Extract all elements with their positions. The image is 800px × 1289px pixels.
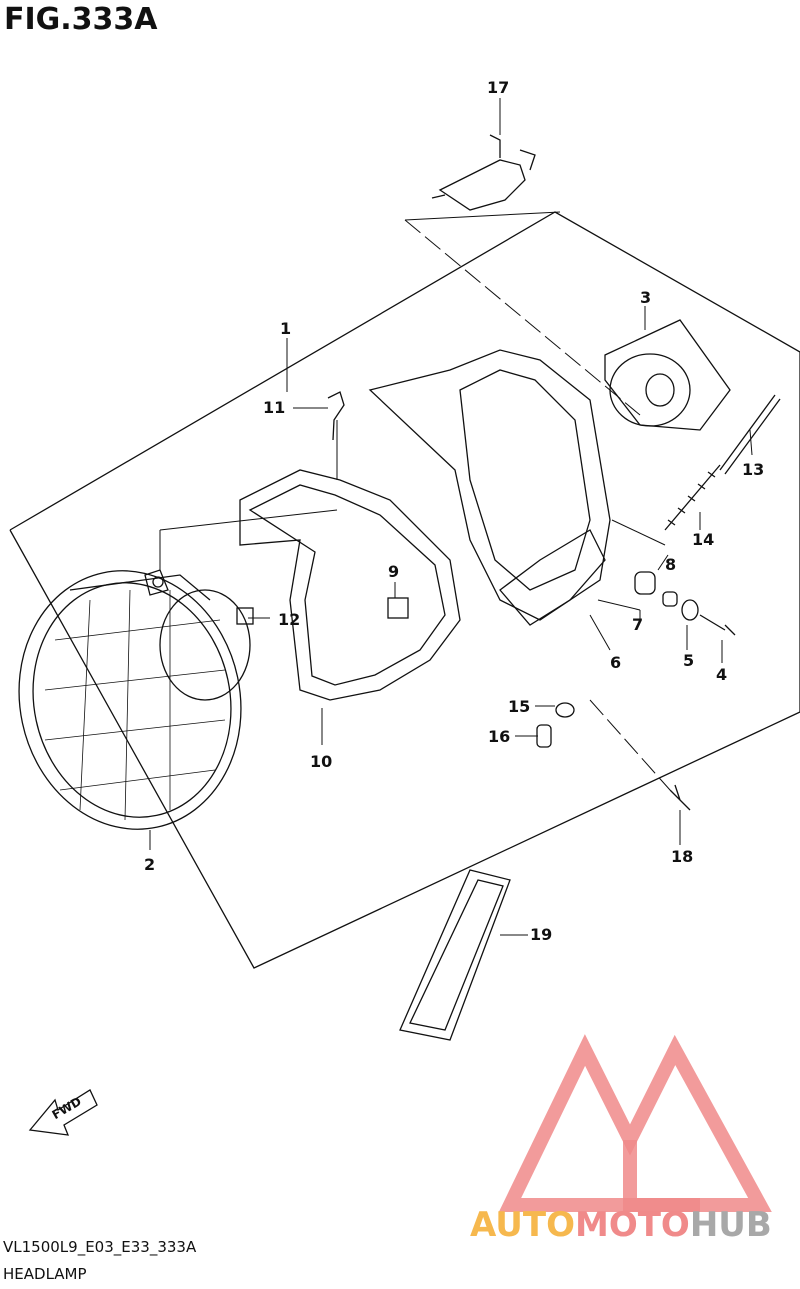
rubber-cover: [604, 319, 731, 431]
adjust-screw: [719, 394, 776, 471]
screw-18: [669, 784, 691, 811]
screw-11: [327, 391, 345, 441]
nut: [236, 607, 254, 625]
spring: [664, 464, 721, 531]
watermark-part-hub: HUB: [689, 1205, 772, 1245]
headlamp-bracket: [239, 469, 461, 701]
callout-7: 7: [632, 615, 643, 634]
callout-13: 13: [742, 460, 764, 479]
callout-18: 18: [671, 847, 693, 866]
callout-6: 6: [610, 653, 621, 672]
collar: [634, 571, 656, 595]
callout-2: 2: [144, 855, 155, 874]
callout-17: 17: [487, 78, 509, 97]
callout-9: 9: [388, 562, 399, 581]
watermark-part-auto: AUTO: [470, 1205, 575, 1245]
callout-12: 12: [278, 610, 300, 629]
fwd-label: FWD: [50, 1094, 84, 1122]
grommet: [536, 724, 552, 748]
callout-3: 3: [640, 288, 651, 307]
callout-8: 8: [665, 555, 676, 574]
callout-1: 1: [280, 319, 291, 338]
clip: [387, 597, 409, 619]
watermark-text: AUTOMOTOHUB: [470, 1205, 772, 1245]
model-code: VL1500L9_E03_E33_333A: [3, 1238, 197, 1256]
callout-15: 15: [508, 697, 530, 716]
callout-10: 10: [310, 752, 332, 771]
figure-title: FIG.333A: [4, 2, 158, 37]
assembly-boundary: [9, 211, 800, 969]
callout-19: 19: [530, 925, 552, 944]
callout-4: 4: [716, 665, 727, 684]
washer: [681, 599, 699, 621]
bulb: [431, 134, 536, 211]
watermark-part-moto: MOTO: [574, 1205, 690, 1245]
reflector: [399, 869, 511, 1041]
diagram-caption: HEADLAMP: [3, 1265, 87, 1283]
housing-frame: [368, 349, 611, 626]
screw-4: [699, 614, 736, 636]
headlamp-unit: [18, 569, 251, 830]
callout-11: 11: [263, 398, 285, 417]
callout-14: 14: [692, 530, 714, 549]
callout-5: 5: [683, 651, 694, 670]
fwd-arrow-icon: [28, 1089, 98, 1136]
automotohub-logo: [498, 1034, 772, 1212]
callout-16: 16: [488, 727, 510, 746]
